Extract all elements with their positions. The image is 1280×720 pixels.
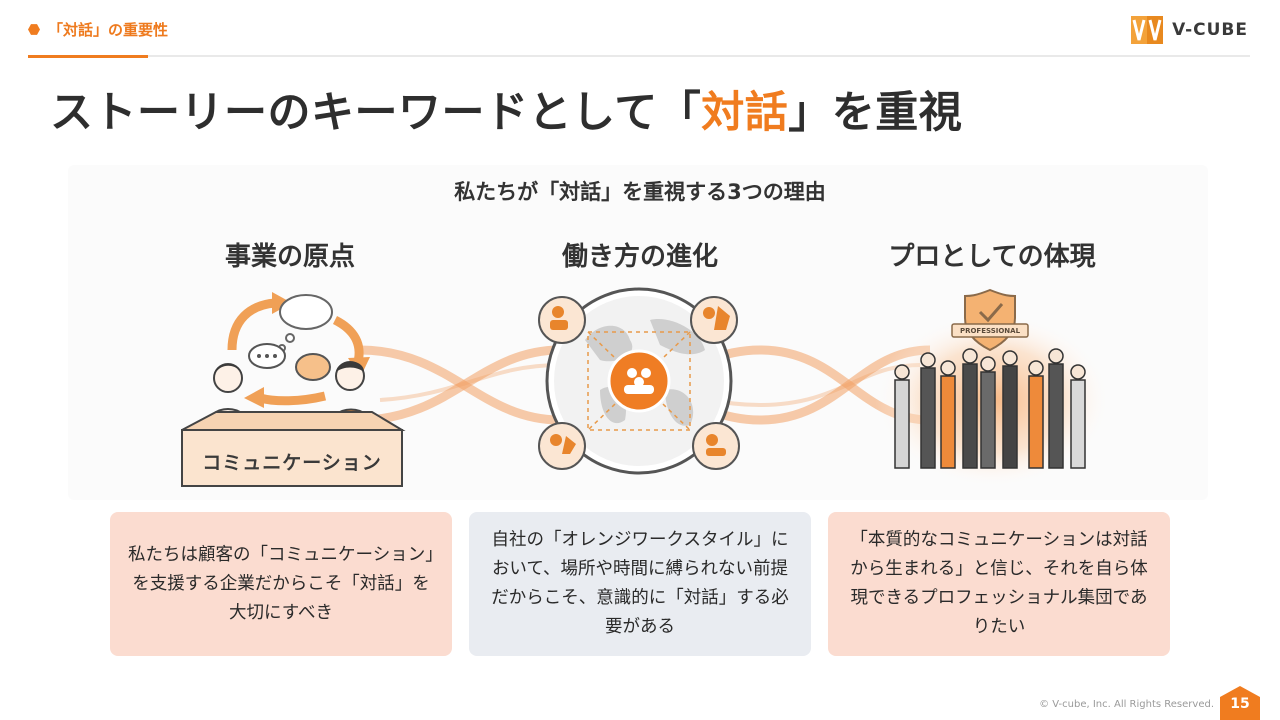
page-title-prefix: ストーリーのキーワードとして「	[50, 88, 702, 138]
page-title: ストーリーのキーワードとして「対話」を重視	[50, 78, 962, 140]
thought-cloud-icon	[278, 294, 333, 352]
shield-badge-icon	[951, 288, 1029, 352]
page-number-badge: 15	[1220, 686, 1260, 720]
page-title-accent: 対話	[701, 88, 789, 138]
page-number: 15	[1230, 696, 1250, 712]
dialogue-illustration	[181, 292, 406, 487]
column-heading-origin: 事業の原点	[224, 242, 355, 272]
remote-worker-icon	[538, 296, 740, 470]
professional-badge-label: PROFESSIONAL	[959, 327, 1021, 335]
page-badge-shape-icon	[1220, 686, 1260, 720]
speech-bubble-icon	[248, 343, 331, 381]
header-divider	[28, 55, 1250, 57]
reason-card-text: 「本質的なコミュニケーションは対話から生まれる」と信じ、それを自ら体現できるプロ…	[850, 530, 1148, 637]
reason-card-origin: 私たちは顧客の「コミュニケーション」を支援する企業だからこそ「対話」を大切にすべ…	[110, 512, 452, 656]
globe-illustration	[538, 287, 740, 475]
brand-logo: V-CUBE	[1130, 14, 1248, 46]
communication-box-label: コミュニケーション	[202, 452, 382, 474]
reason-card-text: 自社の「オレンジワークスタイル」において、場所や時間に縛られない前提だからこそ、…	[491, 530, 789, 637]
vcube-logo-icon	[1131, 16, 1164, 44]
diagram-title: 私たちが「対話」を重視する3つの理由	[454, 180, 826, 204]
column-heading-workstyle: 働き方の進化	[561, 242, 718, 272]
reason-card-professional: 「本質的なコミュニケーションは対話から生まれる」と信じ、それを自ら体現できるプロ…	[828, 512, 1170, 656]
header-divider-accent	[28, 55, 148, 58]
section-label: 「対話」の重要性	[48, 21, 169, 39]
column-heading-professional: プロとしての体現	[888, 242, 1096, 272]
reason-card-workstyle: 自社の「オレンジワークスタイル」において、場所や時間に縛られない前提だからこそ、…	[469, 512, 811, 656]
hexagon-bullet-icon	[28, 24, 40, 35]
professional-team-illustration	[875, 288, 1111, 488]
page-title-suffix: 」を重視	[788, 88, 963, 138]
section-tag: 「対話」の重要性	[28, 19, 168, 40]
business-people-icon	[894, 348, 1086, 469]
brand-name: V-CUBE	[1172, 20, 1248, 40]
team-group-icon	[624, 368, 654, 394]
reason-card-text: 私たちは顧客の「コミュニケーション」を支援する企業だからこそ「対話」を大切にすべ…	[128, 544, 434, 623]
copyright-notice: © V-cube, Inc. All Rights Reserved.	[1039, 699, 1214, 710]
